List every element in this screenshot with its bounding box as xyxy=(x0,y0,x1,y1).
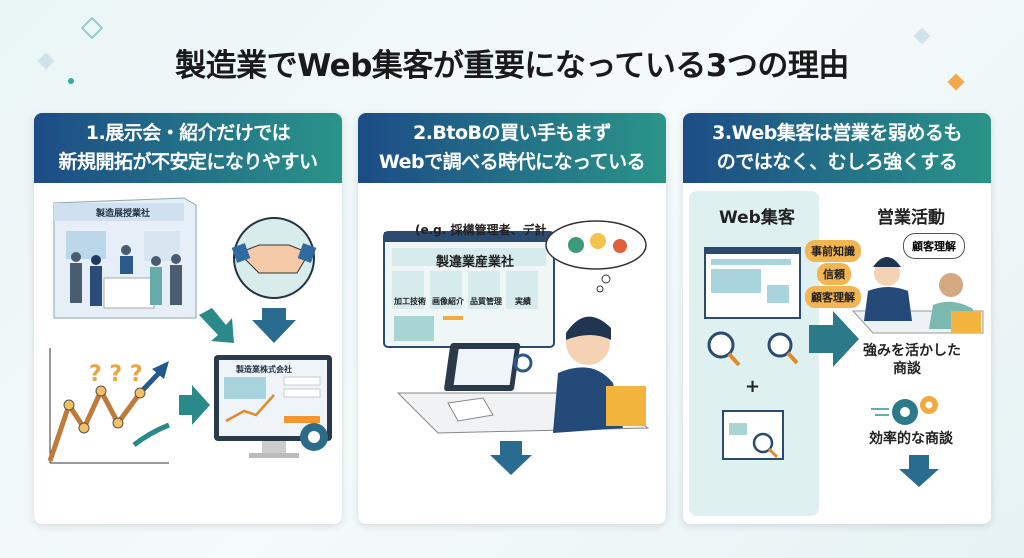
result-strength-line1: 強みを活かした xyxy=(863,343,961,359)
reason-card-1: 1.展示会・紹介だけでは 新規開拓が不安定になりやすい 製造展授業社 xyxy=(34,113,342,524)
decorative-diamond xyxy=(80,16,104,40)
card-header-line1: 1.展示会・紹介だけでは xyxy=(85,122,291,144)
trade-show-illustration: 製造展授業社 ? ? ? xyxy=(47,197,332,464)
web-sales-illustration xyxy=(689,191,984,516)
svg-text:? ? ?: ? ? ? xyxy=(89,362,143,387)
analytics-search-icon xyxy=(707,331,741,367)
feature-label: 画像紹介 xyxy=(432,297,464,306)
arrow-right-icon xyxy=(179,385,210,425)
reason-card-2: 2.BtoBの買い手もまず Webで調べる時代になっている xyxy=(358,113,666,524)
monitor-website-icon xyxy=(214,355,332,458)
arrow-down-icon xyxy=(899,455,939,487)
person-at-laptop-icon xyxy=(396,316,650,434)
arrow-diagonal-icon xyxy=(199,308,234,343)
decorative-dot xyxy=(68,78,74,84)
illustration-trade-show: 製造展授業社 ? ? ? xyxy=(34,183,342,524)
gears-icon xyxy=(871,396,938,425)
sales-activity-heading: 営業活動 xyxy=(877,208,945,228)
example-caption: (e.g. 採構管理者、デ計 xyxy=(415,223,547,237)
card-header: 3.Web集客は営業を弱めるも のではなく、むしろ強くする xyxy=(683,113,991,183)
card-header: 1.展示会・紹介だけでは 新規開拓が不安定になりやすい xyxy=(34,113,342,183)
card-header: 2.BtoBの買い手もまず Webで調べる時代になっている xyxy=(358,113,666,183)
search-page-icon xyxy=(722,410,784,460)
result-efficiency: 効率的な商談 xyxy=(869,431,953,447)
benefit-pill: 信頼 xyxy=(817,263,851,285)
arrow-down-icon xyxy=(252,308,296,343)
illustration-web-and-sales: Web集客 営業活動 事前知識 信頼 顧客理解 顧客理解 + 強みを活かした 商… xyxy=(683,183,991,524)
card-header-line2: 新規開拓が不安定になりやすい xyxy=(58,151,318,173)
thought-bubble-icon xyxy=(545,220,647,293)
benefit-pill: 事前知識 xyxy=(805,240,861,262)
feature-label: 加工技術 xyxy=(394,297,426,306)
booth-sign: 製造展授業社 xyxy=(95,207,150,219)
handshake-icon xyxy=(231,217,317,299)
illustration-buyer-research: (e.g. 採構管理者、デ計 製違業産業社 加工技術 画像紹介 品質管理 実績 xyxy=(358,183,666,524)
sales-meeting-icon xyxy=(851,257,984,334)
arrow-down-icon xyxy=(490,441,532,475)
plus-sign: + xyxy=(745,376,761,397)
feature-label: 品質管理 xyxy=(470,297,502,306)
buyer-research-illustration xyxy=(383,220,650,475)
benefit-pill: 顧客理解 xyxy=(805,286,861,308)
feature-label: 実績 xyxy=(515,297,531,306)
reason-card-3: 3.Web集客は営業を弱めるも のではなく、むしろ強くする xyxy=(683,113,991,524)
website-window-icon xyxy=(704,247,801,319)
people-icon xyxy=(70,245,182,306)
web-marketing-heading: Web集客 xyxy=(719,208,795,228)
page-title: 製造業でWeb集客が重要になっている3つの理由 xyxy=(175,48,849,84)
search-icon xyxy=(767,332,799,365)
result-strength-line2: 商談 xyxy=(893,361,921,377)
speech-bubble: 顧客理解 xyxy=(903,233,965,259)
card-header-line1: 3.Web集客は営業を弱めるも xyxy=(712,122,962,144)
monitor-title: 製造業株式会社 xyxy=(235,364,292,374)
unstable-chart-icon: ? ? ? xyxy=(47,348,170,464)
website-window-icon xyxy=(383,231,555,348)
card-header-line2: Webで調べる時代になっている xyxy=(378,151,646,173)
site-title: 製違業産業社 xyxy=(436,255,515,270)
card-header-line1: 2.BtoBの買い手もまず xyxy=(412,122,612,144)
card-header-line2: のではなく、むしろ強くする xyxy=(716,151,958,173)
arrow-right-icon xyxy=(809,311,859,367)
